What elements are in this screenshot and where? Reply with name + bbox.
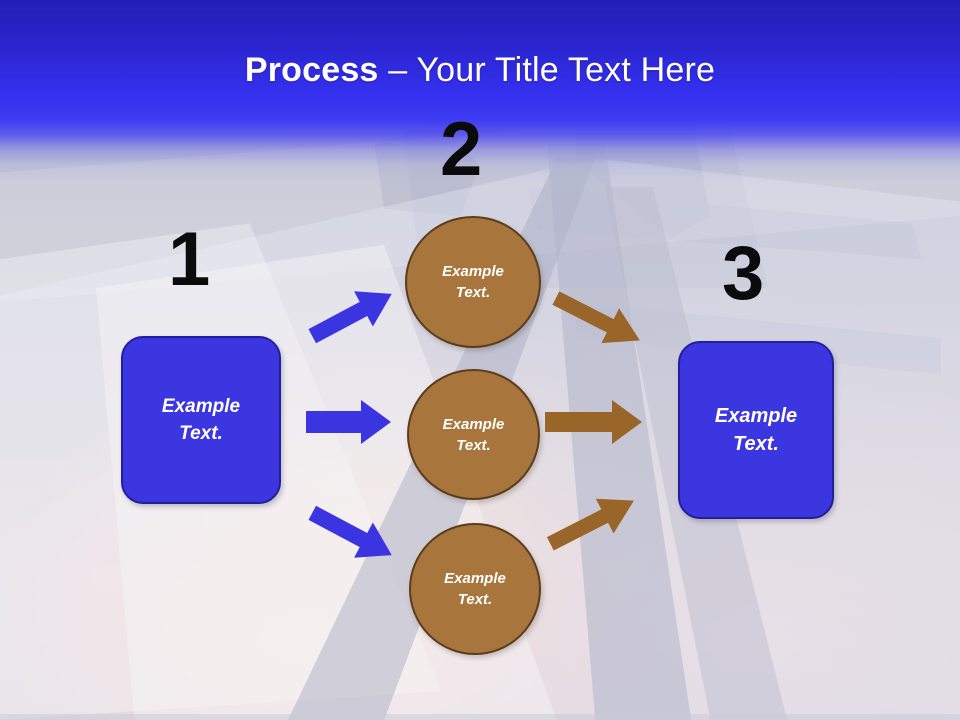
slide-footer-strip (0, 714, 960, 720)
left-box-line1: Example (161, 396, 241, 417)
bottom-circle-line1: Example (444, 570, 506, 587)
brown-arrow-up-right-icon (540, 486, 644, 558)
right-box-label: Example Text. (715, 402, 797, 458)
bottom-circle-line2: Text. (457, 591, 493, 608)
page-title: Process – Your Title Text Here (0, 50, 960, 90)
bottom-circle-label: Example Text. (444, 568, 506, 610)
blue-arrow-right-icon (306, 400, 392, 444)
middle-circle-line2: Text. (456, 436, 491, 454)
step-number-1: 1 (168, 217, 211, 302)
title-strong: Process (244, 51, 379, 89)
right-process-box[interactable]: Example Text. (678, 341, 834, 519)
top-process-circle[interactable]: Example Text. (405, 216, 541, 348)
left-process-box[interactable]: Example Text. (121, 336, 281, 504)
step-number-3: 3 (722, 231, 765, 316)
middle-process-circle[interactable]: Example Text. (407, 369, 540, 500)
top-circle-line1: Example (442, 263, 504, 280)
brown-arrow-right-icon (545, 400, 643, 444)
top-circle-label: Example Text. (442, 261, 504, 303)
bottom-process-circle[interactable]: Example Text. (409, 523, 541, 655)
top-circle-line2: Text. (455, 284, 491, 301)
brown-arrow-down-right-icon (546, 283, 650, 355)
blue-arrow-down-right-icon (303, 500, 401, 568)
blue-arrow-up-right-icon (303, 281, 401, 349)
middle-circle-line1: Example (442, 415, 505, 433)
left-box-label: Example Text. (162, 393, 240, 447)
left-box-line2: Text. (179, 423, 223, 444)
right-box-line2: Text. (733, 433, 779, 455)
right-box-line1: Example (714, 405, 798, 427)
step-number-2: 2 (440, 107, 483, 192)
title-separator: – (378, 51, 417, 89)
middle-circle-label: Example Text. (443, 414, 505, 456)
title-light: Your Title Text Here (416, 51, 716, 89)
